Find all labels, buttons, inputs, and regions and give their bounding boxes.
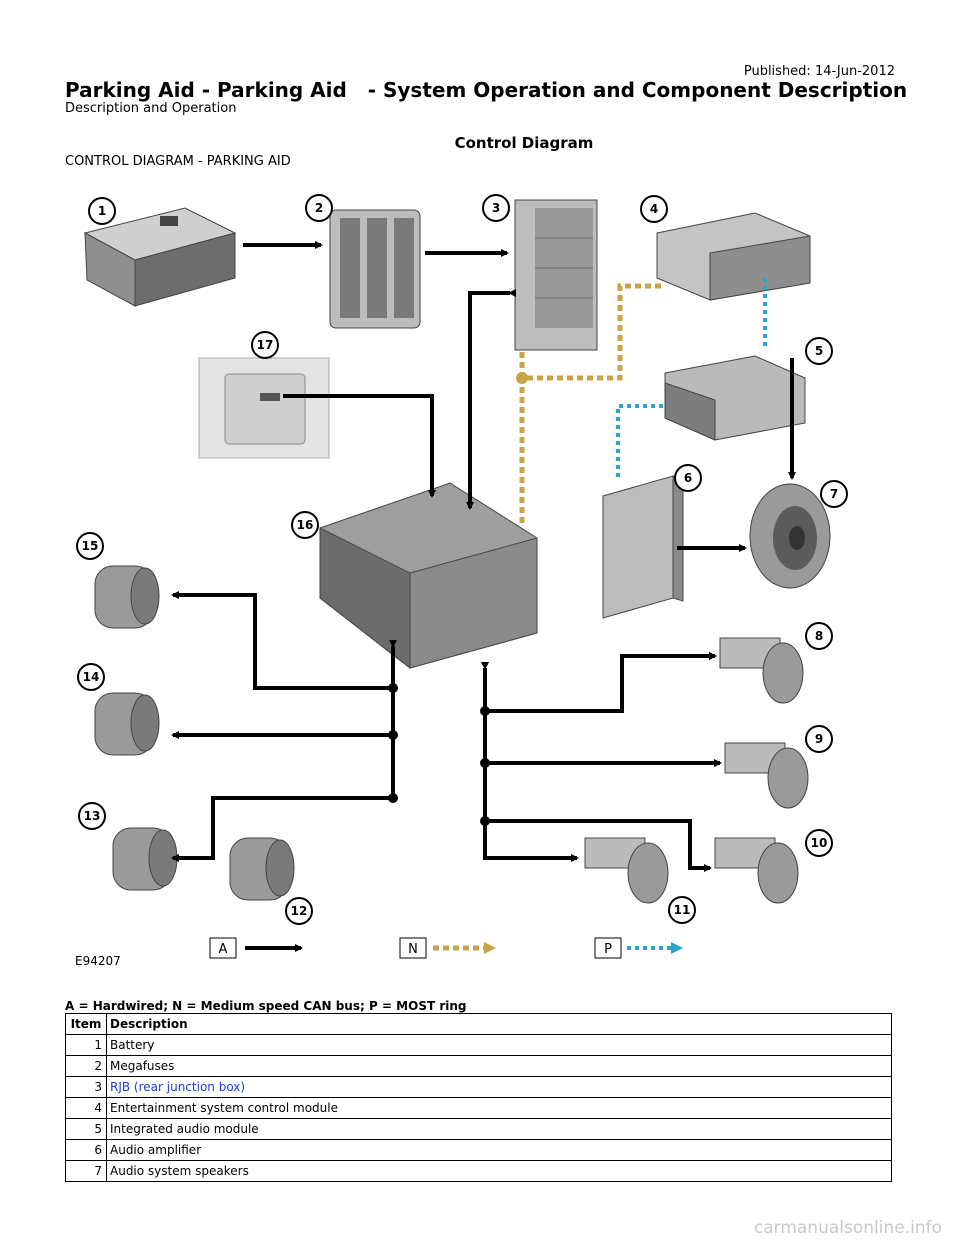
amplifier-illustration — [602, 475, 684, 619]
svg-text:8: 8 — [815, 629, 823, 643]
svg-text:N: N — [408, 942, 418, 957]
item-number: 2 — [65, 1055, 107, 1077]
svg-text:12: 12 — [291, 904, 308, 918]
sensor-12 — [229, 837, 295, 901]
callout-8 — [805, 622, 833, 650]
svg-text:A: A — [219, 942, 228, 957]
legend-text: A = Hardwired; N = Medium speed CAN bus;… — [65, 999, 467, 1013]
svg-text:P: P — [604, 942, 612, 957]
legend-key-a: A — [209, 937, 303, 959]
svg-text:4: 4 — [650, 202, 658, 216]
sensor-15 — [94, 565, 160, 629]
callout-7 — [820, 480, 848, 508]
item-description: Audio amplifier — [106, 1139, 892, 1161]
svg-text:1: 1 — [98, 204, 106, 218]
table-row: 7 Audio system speakers — [65, 1160, 892, 1182]
sensors-illustration — [94, 565, 809, 904]
junction-dots — [388, 683, 490, 826]
item-number: 4 — [65, 1097, 107, 1119]
item-number: 1 — [65, 1034, 107, 1056]
hardwired-lines — [171, 241, 796, 872]
rjb-illustration — [514, 199, 598, 351]
svg-text:7: 7 — [830, 487, 838, 501]
callout-9 — [805, 725, 833, 753]
watermark: carmanualsonline.info — [753, 1218, 942, 1238]
megafuses-illustration — [329, 209, 421, 329]
page-title: Parking Aid - Parking Aid - System Opera… — [65, 78, 908, 102]
item-description: Audio system speakers — [106, 1160, 892, 1182]
callouts — [76, 194, 848, 925]
speaker-illustration — [749, 483, 831, 589]
svg-text:5: 5 — [815, 344, 823, 358]
header-item: Item — [65, 1013, 107, 1035]
item-number: 3 — [65, 1076, 107, 1098]
entertainment-module-illustration — [656, 212, 811, 301]
callout-16 — [291, 511, 319, 539]
svg-text:17: 17 — [257, 338, 274, 352]
rjb-link[interactable]: RJB (rear junction box) — [106, 1076, 892, 1098]
table-row: 2 Megafuses — [65, 1055, 892, 1077]
callout-6 — [674, 464, 702, 492]
callout-17 — [251, 331, 279, 359]
diagram-label: CONTROL DIAGRAM - PARKING AID — [65, 154, 291, 169]
svg-text:2: 2 — [315, 201, 323, 215]
parking-aid-module-illustration — [319, 482, 538, 670]
svg-text:14: 14 — [83, 670, 100, 684]
callout-15 — [76, 532, 104, 560]
callout-labels: 1 2 3 4 5 6 7 8 9 10 11 12 13 14 15 16 1… — [82, 201, 839, 918]
callout-1 — [88, 197, 116, 225]
callout-2 — [305, 194, 333, 222]
svg-text:16: 16 — [297, 518, 314, 532]
item-number: 5 — [65, 1118, 107, 1140]
svg-text:13: 13 — [84, 809, 101, 823]
callout-12 — [285, 897, 313, 925]
sensor-8 — [719, 637, 804, 704]
table-row: 4 Entertainment system control module — [65, 1097, 892, 1119]
legend-key-p: P — [594, 937, 683, 959]
table-header-row: Item Description — [65, 1013, 892, 1035]
callout-13 — [78, 802, 106, 830]
callout-5 — [805, 337, 833, 365]
items-table: Item Description 1 Battery 2 Megafuses 3… — [65, 1013, 892, 1182]
sensor-10 — [714, 837, 799, 904]
svg-text:9: 9 — [815, 732, 823, 746]
item-number: 6 — [65, 1139, 107, 1161]
callout-14 — [77, 663, 105, 691]
svg-text:10: 10 — [811, 836, 828, 850]
callout-4 — [640, 195, 668, 223]
item-description: Entertainment system control module — [106, 1097, 892, 1119]
svg-text:6: 6 — [684, 471, 692, 485]
svg-text:11: 11 — [674, 903, 691, 917]
table-row: 3 RJB (rear junction box) — [65, 1076, 892, 1098]
figure-id: E94207 — [75, 954, 121, 968]
head-unit-illustration — [198, 357, 330, 459]
table-row: 1 Battery — [65, 1034, 892, 1056]
item-description: Battery — [106, 1034, 892, 1056]
control-diagram: 1 2 3 4 5 6 7 8 9 10 11 12 13 14 15 16 1… — [75, 194, 848, 968]
audio-module-illustration — [664, 355, 806, 441]
sensor-9 — [724, 742, 809, 809]
sensor-13 — [112, 827, 178, 891]
table-row: 5 Integrated audio module — [65, 1118, 892, 1140]
sensor-11 — [584, 837, 669, 904]
svg-text:3: 3 — [492, 201, 500, 215]
svg-text:15: 15 — [82, 539, 99, 553]
page-subtitle: Description and Operation — [65, 101, 237, 116]
item-description: Integrated audio module — [106, 1118, 892, 1140]
table-row: 6 Audio amplifier — [65, 1139, 892, 1161]
callout-10 — [805, 829, 833, 857]
item-description: Megafuses — [106, 1055, 892, 1077]
item-number: 7 — [65, 1160, 107, 1182]
callout-11 — [668, 896, 696, 924]
most-ring-lines — [616, 278, 767, 478]
section-heading: Control Diagram — [454, 134, 594, 152]
sensor-14 — [94, 692, 160, 756]
published-date: Published: 14-Jun-2012 — [743, 64, 895, 79]
header-description: Description — [106, 1013, 892, 1035]
legend-key-n: N — [399, 937, 496, 959]
battery-illustration — [83, 207, 237, 307]
can-junction — [516, 372, 528, 384]
callout-3 — [482, 194, 510, 222]
